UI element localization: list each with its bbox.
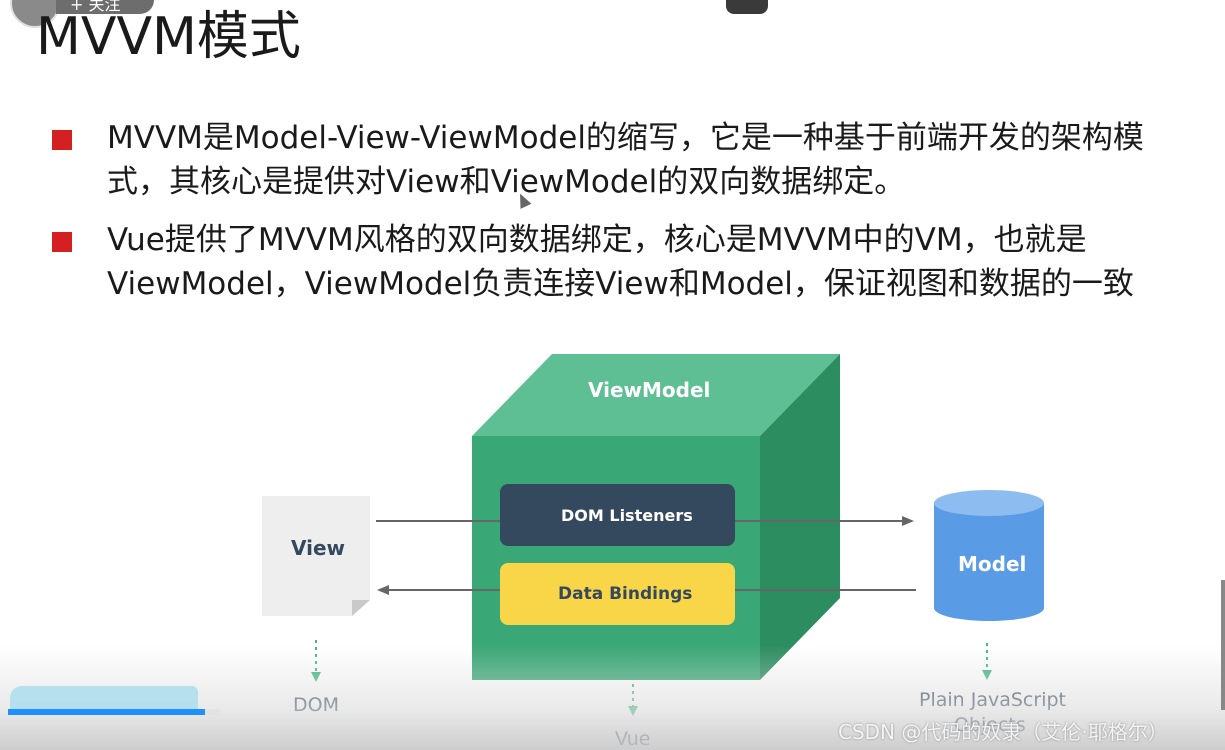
arrow-right-head	[902, 516, 914, 526]
bullet-marker	[52, 232, 72, 252]
follow-button[interactable]: + 关注	[56, 0, 154, 14]
viewmodel-cube-front	[472, 436, 760, 680]
bullet-2-line-2: ViewModel，ViewModel负责连接View和Model，保证视图和数…	[107, 266, 1134, 302]
dotted-arrow-dom-head	[311, 672, 321, 682]
model-cylinder-body	[934, 503, 1044, 608]
view-document-fold	[352, 600, 370, 616]
bullet-1-line-2: 式，其核心是提供对View和ViewModel的双向数据绑定。	[107, 164, 906, 200]
bullet-marker	[52, 130, 72, 150]
video-progress-fill	[8, 709, 206, 715]
dotted-arrow-vue-head	[628, 706, 638, 716]
vue-label: Vue	[615, 728, 651, 750]
viewmodel-cube-side	[760, 354, 840, 680]
data-bindings-box	[500, 563, 735, 625]
bullet-2-line-1: Vue提供了MVVM风格的双向数据绑定，核心是MVVM中的VM，也就是	[107, 222, 1087, 258]
data-bindings-label: Data Bindings	[558, 584, 693, 604]
arrow-left-head	[377, 585, 389, 595]
view-document-icon	[262, 496, 370, 616]
dom-listeners-box	[500, 484, 735, 546]
progress-preview	[10, 686, 198, 710]
scrollbar[interactable]	[1221, 580, 1225, 710]
view-label: View	[291, 536, 346, 560]
dotted-arrow-model-head	[982, 670, 992, 680]
watermark: CSDN @代码的奴隶（艾伦·耶格尔）	[838, 720, 1168, 744]
model-label: Model	[958, 552, 1027, 576]
model-cylinder-bottom	[934, 595, 1044, 621]
video-progress-bar[interactable]	[8, 709, 220, 715]
model-cylinder-top	[934, 490, 1044, 516]
plain-js-label: Plain JavaScript	[919, 689, 1066, 711]
bullet-1-line-1: MVVM是Model-View-ViewModel的缩写，它是一种基于前端开发的…	[107, 120, 1144, 156]
player-control-icon[interactable]	[726, 0, 768, 14]
viewmodel-label: ViewModel	[588, 378, 711, 402]
dom-listeners-label: DOM Listeners	[561, 506, 693, 525]
dom-label: DOM	[293, 694, 339, 716]
page-title: MVVM模式	[36, 7, 301, 67]
viewmodel-cube-top	[472, 354, 840, 436]
